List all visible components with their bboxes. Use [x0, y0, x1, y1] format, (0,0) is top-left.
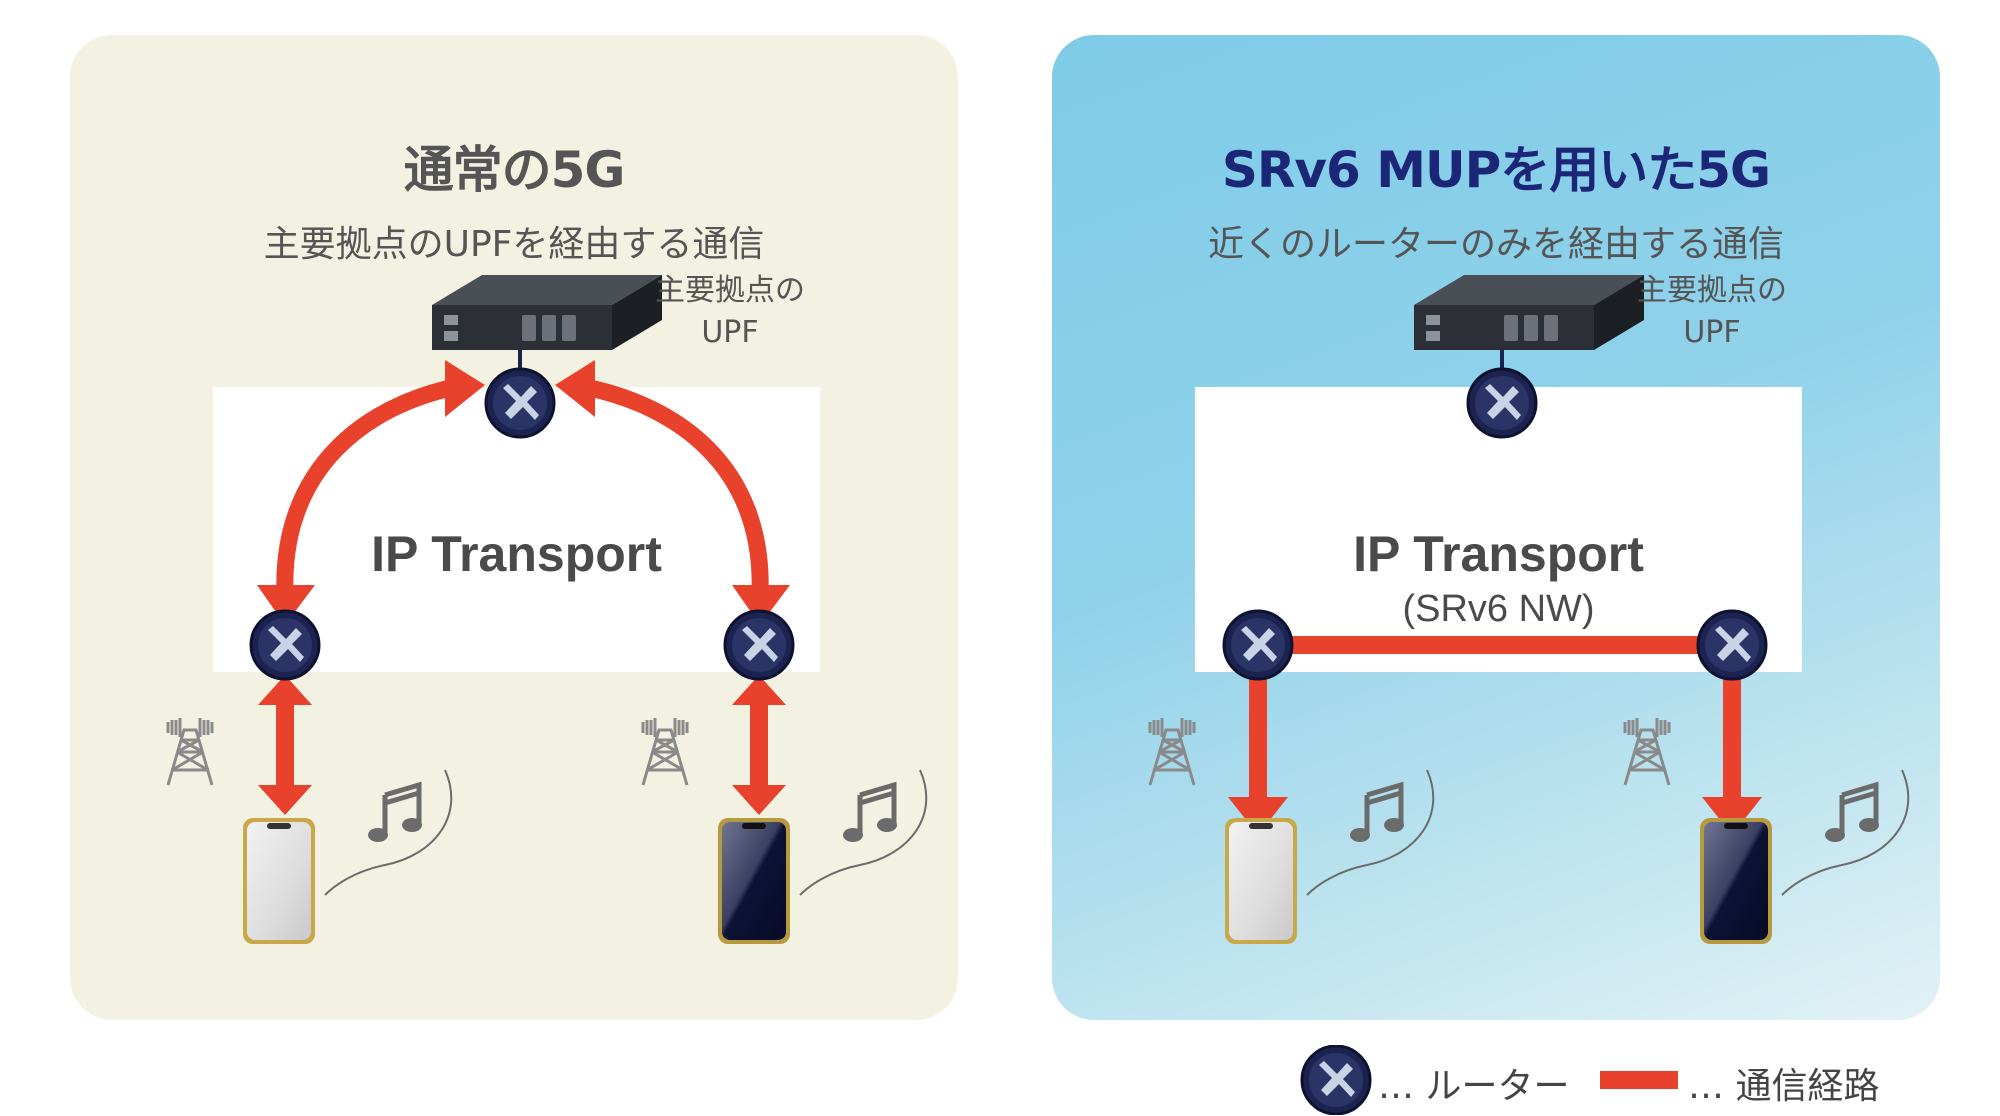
router-icon — [484, 367, 556, 439]
panel-normal-5g: 通常の5G 主要拠点のUPFを経由する通信 主要拠点の UPF IP Trans… — [70, 35, 958, 1020]
upf-label-line1: 主要拠点の — [1637, 273, 1787, 308]
router-icon — [249, 609, 321, 681]
server-icon — [432, 275, 662, 350]
upf-label-line2: UPF — [701, 315, 759, 350]
legend: … ルーター … 通信経路 — [1300, 1045, 1960, 1115]
upf-label-line1: 主要拠点の — [655, 273, 805, 308]
cell-tower-icon — [166, 716, 214, 787]
smartphone-icon — [1700, 818, 1772, 944]
panel-title: 通常の5G — [403, 141, 626, 199]
panel-title: SRv6 MUPを用いた5G — [1221, 141, 1771, 199]
path-arrow-left — [257, 360, 485, 625]
music-note-icon — [1307, 770, 1433, 895]
normal-5g-diagram — [166, 275, 958, 944]
smartphone-icon — [718, 818, 790, 944]
path-arrow-right-down — [1702, 675, 1762, 835]
music-note-icon — [325, 770, 451, 895]
cell-tower-icon — [1148, 716, 1196, 787]
path-horizontal — [1252, 636, 1742, 654]
router-icon — [723, 609, 795, 681]
cell-tower-icon — [1623, 716, 1671, 787]
srv6-mup-diagram — [1148, 275, 1940, 944]
ip-transport-sublabel: (SRv6 NW) — [1402, 588, 1595, 630]
ip-transport-label: IP Transport — [371, 526, 662, 582]
music-note-icon — [1782, 770, 1908, 895]
upf-label: 主要拠点の UPF — [1622, 270, 1802, 354]
music-note-icon — [800, 770, 926, 895]
legend-router-text: … ルーター — [1378, 1066, 1570, 1107]
cell-tower-icon — [641, 716, 689, 787]
upf-label-line2: UPF — [1683, 315, 1741, 350]
path-arrow-right — [555, 360, 790, 625]
legend-path-text: … 通信経路 — [1688, 1066, 1880, 1107]
router-icon — [1466, 367, 1538, 439]
path-arrow-left-down — [1228, 675, 1288, 835]
path-arrow-right-vertical — [732, 675, 786, 815]
path-legend-swatch — [1600, 1071, 1678, 1089]
upf-label: 主要拠点の UPF — [640, 270, 820, 354]
path-arrow-left-vertical — [258, 675, 312, 815]
router-icon — [1300, 1045, 1372, 1115]
server-icon — [1414, 275, 1644, 350]
smartphone-icon — [243, 818, 315, 944]
panel-subtitle: 主要拠点のUPFを経由する通信 — [263, 224, 765, 265]
ip-transport-label: IP Transport — [1353, 526, 1644, 582]
smartphone-icon — [1225, 818, 1297, 944]
panel-srv6-mup-5g: SRv6 MUPを用いた5G 近くのルーターのみを経由する通信 主要拠点の UP… — [1052, 35, 1940, 1020]
panel-subtitle: 近くのルーターのみを経由する通信 — [1207, 224, 1784, 265]
